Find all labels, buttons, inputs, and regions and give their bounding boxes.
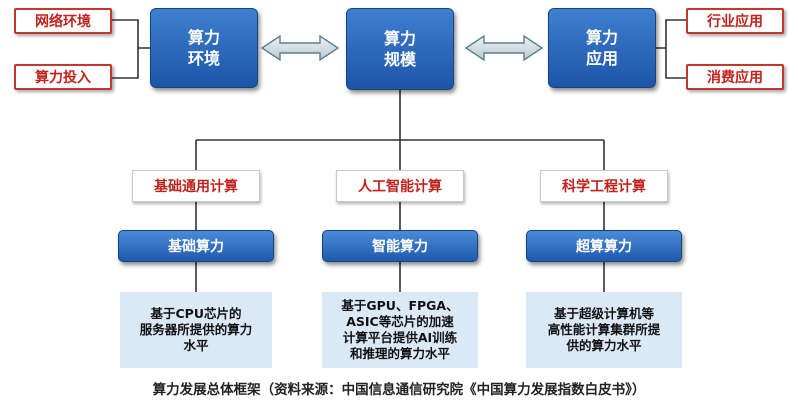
core-environment-line-2: 环境 xyxy=(187,49,220,68)
core-compute-scale: 算力 规模 xyxy=(346,8,454,90)
core-scale-line-1: 算力 xyxy=(383,29,416,48)
description-basic-line: 服务器所提供的算力 xyxy=(139,322,253,337)
output-industry-application: 行业应用 xyxy=(686,8,784,34)
figure-caption: 算力发展总体框架（资料来源：中国信息通信研究院《中国算力发展指数白皮书》） xyxy=(152,382,646,398)
power-basic: 基础算力 xyxy=(118,230,274,262)
right-bracket-connector xyxy=(656,19,686,79)
output-consumer-application: 消费应用 xyxy=(686,64,784,90)
double-arrow-left xyxy=(260,34,340,62)
core-environment-line-1: 算力 xyxy=(187,28,220,47)
core-scale-line-2: 规模 xyxy=(383,50,416,69)
vertical-links xyxy=(195,202,605,292)
category-scientific-computing: 科学工程计算 xyxy=(540,170,668,202)
core-compute-environment: 算力 环境 xyxy=(150,8,258,88)
description-supercomputing-line: 供的算力水平 xyxy=(566,338,642,353)
description-intelligent-line: ASIC等芯片的加速 xyxy=(346,314,454,329)
description-intelligent: 基于GPU、FPGA、 ASIC等芯片的加速 计算平台提供AI训练 和推理的算力… xyxy=(322,292,478,368)
core-compute-application: 算力 应用 xyxy=(548,8,656,88)
category-general-computing: 基础通用计算 xyxy=(132,170,260,202)
left-bracket-connector xyxy=(112,19,150,79)
description-intelligent-line: 计算平台提供AI训练 xyxy=(342,330,458,345)
input-network-environment: 网络环境 xyxy=(14,8,112,34)
description-intelligent-line: 和推理的算力水平 xyxy=(349,346,450,361)
description-supercomputing-line: 基于超级计算机等 xyxy=(553,306,654,321)
category-ai-computing: 人工智能计算 xyxy=(336,170,464,202)
description-intelligent-line: 基于GPU、FPGA、 xyxy=(341,298,459,313)
power-intelligent: 智能算力 xyxy=(322,230,478,262)
double-arrow-right xyxy=(464,34,544,62)
core-application-line-2: 应用 xyxy=(585,49,618,68)
description-supercomputing: 基于超级计算机等 高性能计算集群所提 供的算力水平 xyxy=(526,292,682,368)
description-basic: 基于CPU芯片的 服务器所提供的算力 水平 xyxy=(120,292,272,368)
description-supercomputing-line: 高性能计算集群所提 xyxy=(547,322,661,337)
description-basic-line: 水平 xyxy=(183,338,209,353)
input-compute-investment: 算力投入 xyxy=(14,64,112,90)
tree-connector xyxy=(195,90,605,170)
description-basic-line: 基于CPU芯片的 xyxy=(150,306,242,321)
core-application-line-1: 算力 xyxy=(585,28,618,47)
power-supercomputing: 超算算力 xyxy=(526,230,682,262)
